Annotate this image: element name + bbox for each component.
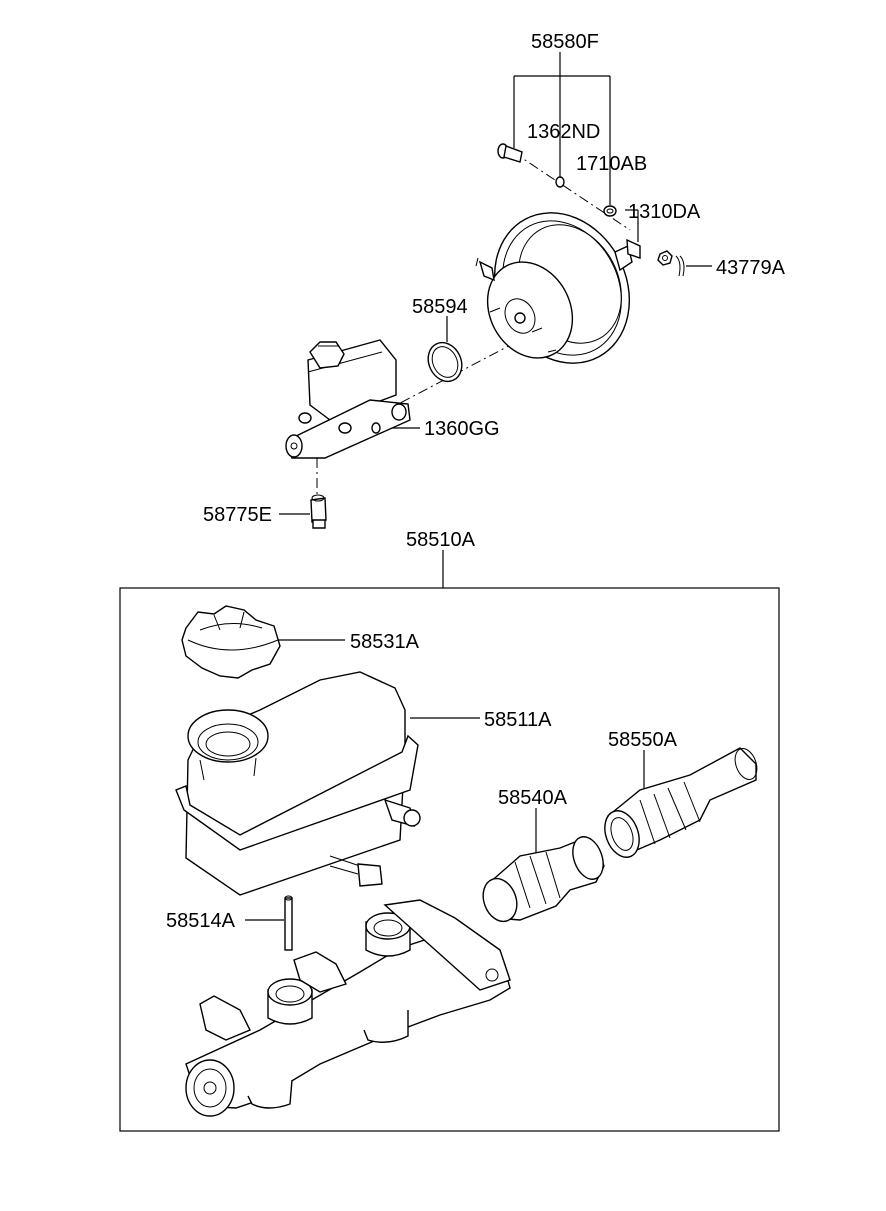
washer-icon — [555, 176, 565, 188]
brake-booster-icon — [475, 212, 641, 364]
label-58514A: 58514A — [166, 910, 236, 932]
reservoir-pin-icon — [284, 895, 293, 951]
fluid-reservoir-icon — [175, 671, 421, 896]
label-1710AB: 1710AB — [576, 153, 647, 175]
label-58550A: 58550A — [608, 729, 678, 751]
label-1360GG: 1360GG — [424, 418, 500, 440]
label-58510A: 58510A — [406, 529, 476, 551]
assembly-box — [119, 587, 780, 1132]
label-58540A: 58540A — [498, 787, 568, 809]
label-58775E: 58775E — [203, 504, 272, 526]
label-58580F: 58580F — [531, 31, 599, 53]
o-ring-icon — [427, 341, 463, 383]
clevis-pin-icon — [497, 143, 523, 163]
bolt-icon — [371, 422, 381, 434]
label-58511A: 58511A — [484, 709, 552, 731]
nut-icon — [657, 250, 673, 266]
secondary-piston-icon — [604, 747, 758, 858]
label-43779A: 43779A — [716, 257, 786, 279]
clip-ring-icon — [603, 205, 617, 217]
label-58531A: 58531A — [350, 631, 420, 653]
label-58594: 58594 — [412, 296, 468, 318]
part-labels: 58580F 1362ND 1710AB 1310DA 43779A 58594… — [166, 31, 786, 932]
reservoir-cap-icon — [181, 605, 281, 679]
bolt-pin-hardware — [497, 143, 685, 277]
primary-piston-icon — [482, 836, 605, 923]
bleeder-screw-icon — [310, 494, 327, 529]
master-cylinder-body-icon — [185, 899, 511, 1117]
cotter-pin-icon — [675, 255, 685, 277]
leader-lines — [245, 52, 712, 921]
label-1310DA: 1310DA — [628, 201, 701, 223]
master-cylinder-assembly-icon — [285, 339, 411, 459]
label-1362ND: 1362ND — [527, 121, 600, 143]
